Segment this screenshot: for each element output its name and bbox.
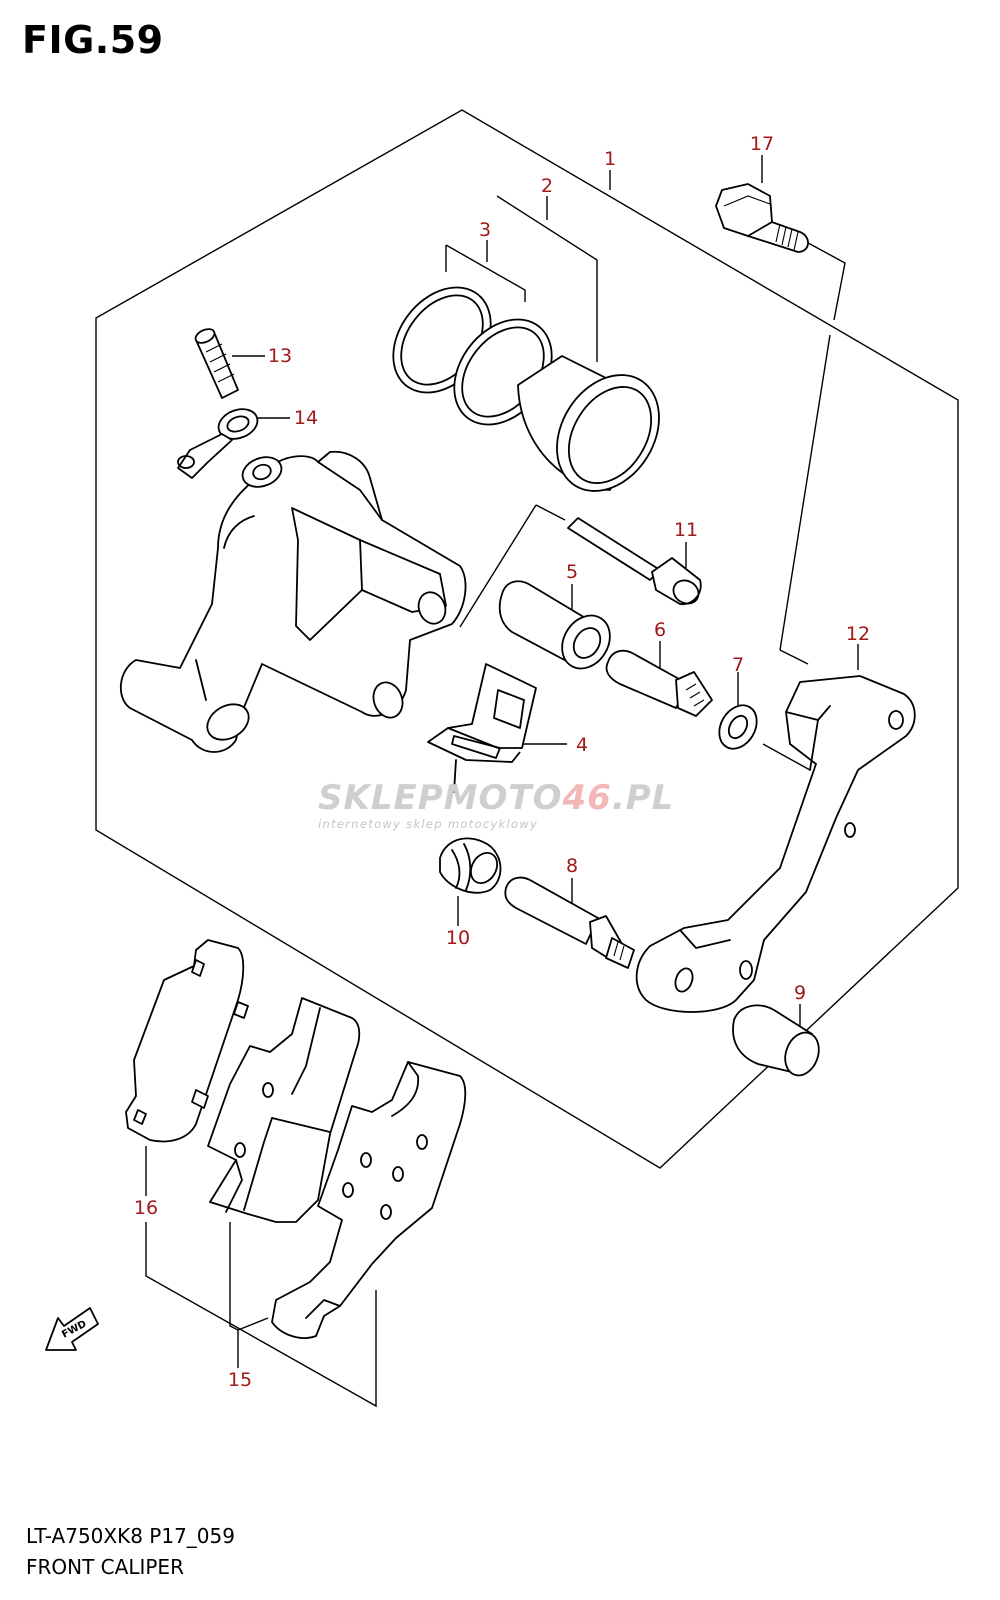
part-4-pad-spring <box>427 663 537 793</box>
part-12-caliper-bracket <box>635 675 916 1013</box>
part-14-bleeder-cap <box>177 408 259 479</box>
callout-14: 14 <box>294 407 318 429</box>
callout-16: 16 <box>134 1197 158 1219</box>
section-name: FRONT CALIPER <box>26 1555 184 1579</box>
callout-2: 2 <box>541 175 553 197</box>
callout-6: 6 <box>654 619 666 641</box>
part-10-boot <box>439 837 502 894</box>
model-code: LT-A750XK8 P17_059 <box>26 1524 235 1548</box>
watermark-tagline: internetowy sklep motocyklowy <box>318 817 539 831</box>
callout-15: 15 <box>228 1369 252 1391</box>
watermark-brand-prefix: SKLEPMOTO <box>318 778 563 818</box>
part-7-washer <box>718 704 758 750</box>
callout-10: 10 <box>446 927 470 949</box>
callout-12: 12 <box>846 623 870 645</box>
part-17-flange-bolt <box>715 183 809 253</box>
watermark-brand-suffix: .PL <box>611 778 675 818</box>
part-9-sleeve <box>732 1004 820 1077</box>
figure-title: FIG.59 <box>22 18 164 62</box>
part-5-sleeve <box>498 580 611 670</box>
part-15-brake-pads <box>207 997 467 1339</box>
callout-3: 3 <box>479 219 491 241</box>
part-3-piston-seals <box>392 286 553 426</box>
part-6-pin-bolt <box>605 649 713 717</box>
leader-lines <box>145 155 859 1408</box>
callout-4: 4 <box>576 734 588 756</box>
callout-11: 11 <box>674 519 698 541</box>
callout-labels: 1 2 3 4 5 6 7 8 9 10 11 12 13 14 15 16 1… <box>134 133 870 1391</box>
watermark-logo: SKLEPMOTO46.PL <box>318 778 674 818</box>
watermark-brand-accent: 46 <box>562 778 612 818</box>
forward-direction-icon: FWD <box>45 1307 99 1351</box>
part-8-pin <box>504 876 635 969</box>
callout-7: 7 <box>732 654 744 676</box>
callout-1: 1 <box>604 148 616 170</box>
part-16-pad-shim <box>125 939 249 1143</box>
callout-9: 9 <box>794 982 806 1004</box>
caliper-body <box>119 450 467 753</box>
part-13-bleeder <box>194 328 239 399</box>
callout-8: 8 <box>566 855 578 877</box>
callout-13: 13 <box>268 345 292 367</box>
part-11-pin <box>567 517 702 606</box>
assembly-outline <box>95 109 959 1169</box>
callout-5: 5 <box>566 561 578 583</box>
callout-17: 17 <box>750 133 774 155</box>
part-2-piston <box>517 355 660 492</box>
